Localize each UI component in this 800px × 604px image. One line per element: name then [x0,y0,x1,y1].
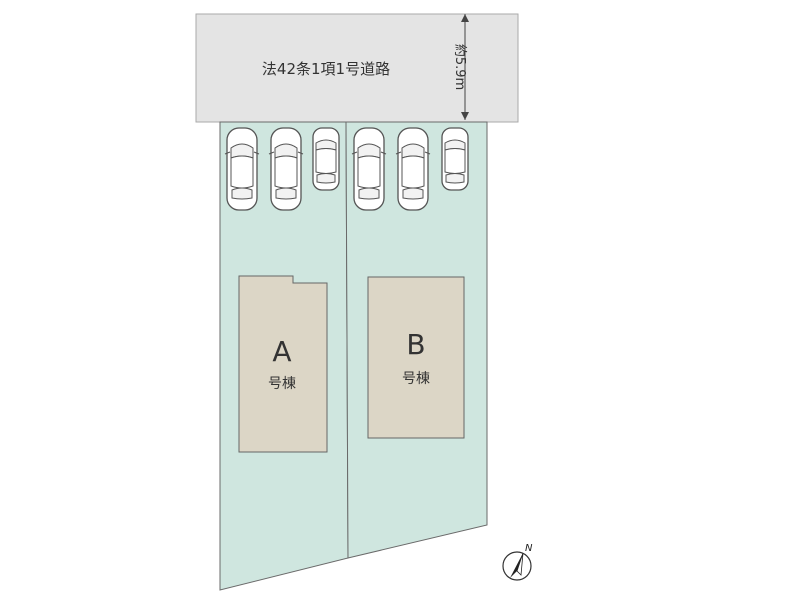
road-area [195,13,519,123]
car-icon [441,127,469,191]
car-icon [395,127,431,211]
building-a [238,275,328,453]
building-b-letter: B [406,328,425,361]
compass-label: N [525,543,533,554]
car-icon [224,127,260,211]
road-width-label: 約5.9m [452,44,467,90]
car-icon [351,127,387,211]
dimension-arrow-bottom [461,112,469,120]
compass-icon: N [502,543,533,581]
road-label: 法42条1項1号道路 [262,60,390,78]
car-icon [268,127,304,211]
building-b-suffix: 号棟 [402,371,430,387]
dimension-arrow-top [461,14,469,22]
building-a-suffix: 号棟 [268,376,296,392]
car-icon [312,127,340,191]
building-b [367,276,465,439]
building-a-letter: A [272,335,291,368]
